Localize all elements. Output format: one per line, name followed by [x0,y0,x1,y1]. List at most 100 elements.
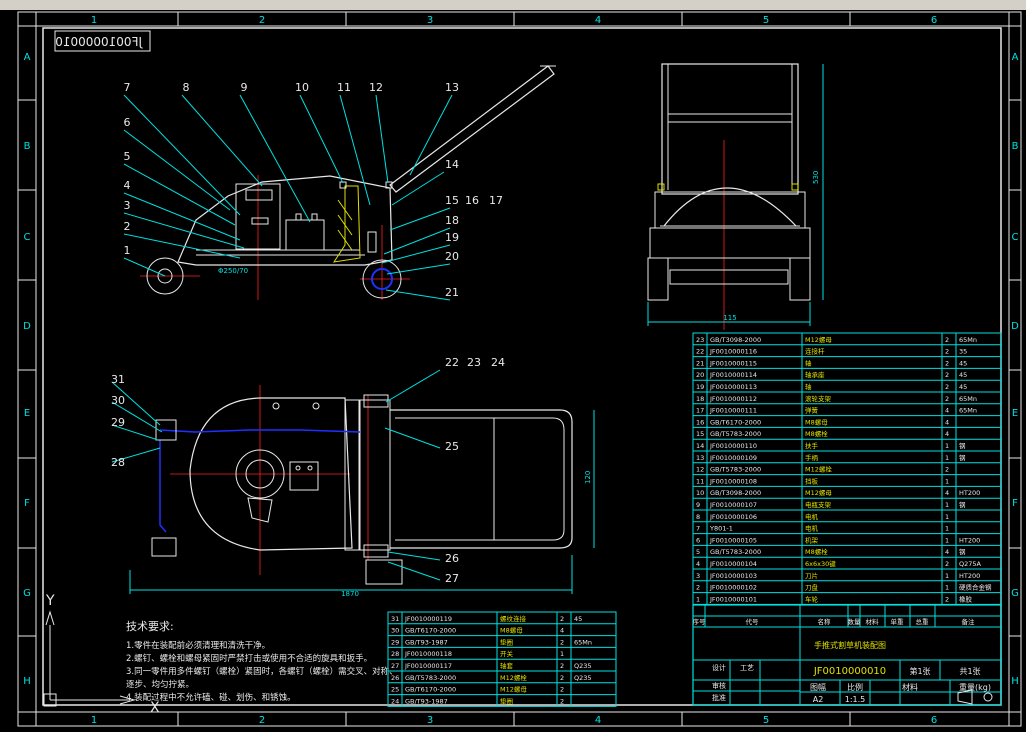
bom-cell: 2 [945,560,949,568]
bom-cell: 1 [945,572,949,580]
bom-cell: 4 [945,407,949,415]
bom-cell: GB/T3098-2000 [710,489,761,497]
balloon-10: 10 [295,81,309,94]
bom-cell: GB/T5783-2000 [710,430,761,438]
balloon-11: 11 [337,81,351,94]
bom-cell: 电机 [805,524,819,533]
bom-cell: 1 [945,513,949,521]
balloon-4: 4 [124,179,131,192]
inner-frame [42,27,1002,706]
bom-cell: 27 [391,662,399,670]
balloon-5: 5 [124,150,131,163]
bom-cell: 65Mn [574,638,592,646]
balloon-21: 21 [445,286,459,299]
bom-cell: JF0010000103 [709,572,757,580]
dim-front-width: 115 [723,314,736,322]
balloon-23: 23 [467,356,481,369]
bom-cell: 1 [945,477,949,485]
ucs-icon: Y X [43,593,160,716]
col-label-bottom-3: 3 [427,715,433,726]
row-label-left-F: F [24,498,30,509]
bom-cell: 2 [945,595,949,603]
balloon-9: 9 [241,81,248,94]
bom-cell: 10 [696,489,704,497]
row-label-right-D: D [1011,321,1019,332]
bom-cell: 13 [696,454,704,462]
balloon-13: 13 [445,81,459,94]
bom-cell: 18 [696,395,704,403]
bom-cell: Y801-1 [709,525,733,533]
balloon-8: 8 [183,81,190,94]
bom-cell: 5 [696,548,700,556]
balloon-29: 29 [111,416,125,429]
bom-cell: 31 [391,615,399,623]
bom-cell: 轴承座 [805,370,825,379]
col-label-bottom-6: 6 [931,715,937,726]
bom-cell: 钢 [959,548,966,556]
bom-cell: M8螺栓 [805,547,828,556]
bom-cell: JF0010000105 [709,536,757,544]
hdr-name: 名称 [818,617,832,626]
tech-title: 技术要求: [126,620,174,633]
drawing-label: 图幅 [810,682,826,692]
bom-cell: 2 [560,662,564,670]
bom-cell: 刀片 [805,571,818,580]
tech-req-5: 4.装配过程中不允许磕、碰、划伤、和锈蚀。 [126,692,296,703]
bom-cell: HT200 [959,536,980,544]
balloon-19: 19 [445,231,459,244]
balloon-1: 1 [124,244,131,257]
bom-cell: GB/T5783-2000 [710,548,761,556]
outer-frame [17,11,1022,727]
bom-cell: 2 [560,697,564,705]
tech-req-3: 3.同一零件用多件螺钉（螺栓）紧固时，各螺钉（螺栓）需交叉、对称、 [126,666,398,677]
leader-lines-top [111,369,441,581]
bom-cell: 钢 [959,442,966,450]
bom-cell: M12螺母 [805,488,832,497]
balloon-26: 26 [445,552,459,565]
bom-cell: JF0010000117 [404,662,452,670]
design-label: 设计 [712,663,726,672]
bom-cell: 2 [945,348,949,356]
front-view: 115 530 [647,63,824,330]
row-label-right-C: C [1012,232,1019,243]
tech-req-2: 2.螺钉、螺栓和螺母紧固时严禁打击或使用不合适的旋具和扳手。 [126,653,372,664]
bom-cell: JF0010000110 [709,442,757,450]
bom-cell: 4 [945,430,949,438]
bom-cell: 65Mn [959,395,977,403]
bom-cell: 19 [696,383,704,391]
process-label: 工艺 [740,664,754,672]
bom-cell: 11 [696,477,704,485]
bom-cell: 垫圈 [500,696,513,705]
hdr-material: 材料 [866,617,880,626]
col-label-top-1: 1 [91,15,97,26]
bom-cell: Q235 [574,662,592,670]
hdr-no: 序号 [693,617,707,626]
bom-cell: 4 [945,548,949,556]
hdr-qty: 数量 [848,617,862,626]
hdr-total-weight: 总重 [916,617,930,626]
balloon-2: 2 [124,220,131,233]
bom-cell: JF0010000118 [404,650,452,658]
row-label-left-D: D [23,321,31,332]
leader-lines-side [123,94,453,301]
bom-cell: 扶手 [805,441,819,450]
bom-cell: GB/T6170-2000 [405,627,456,635]
